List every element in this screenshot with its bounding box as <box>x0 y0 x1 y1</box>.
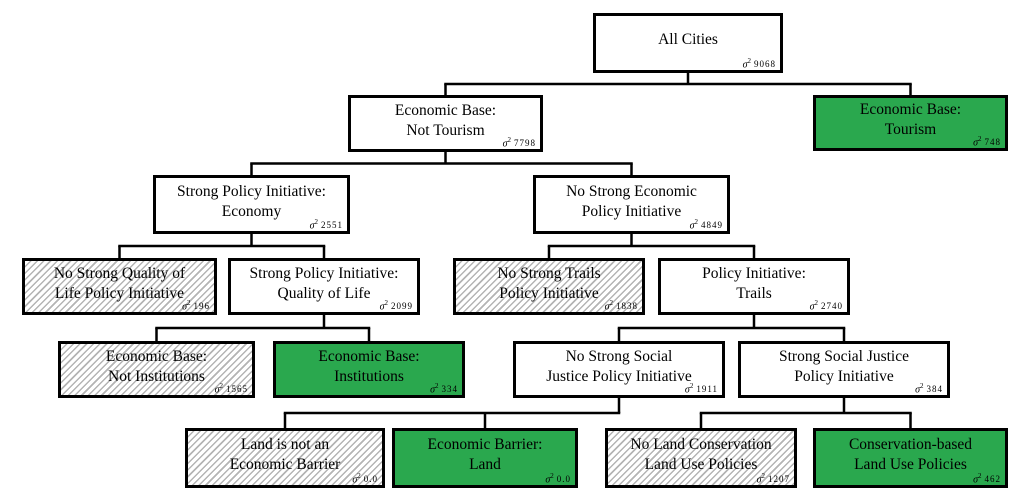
node-label: Policy Initiative:Trails <box>702 264 806 302</box>
node-label: Economic Base:Institutions <box>318 347 420 385</box>
node-label: Economic Base:Not Tourism <box>394 101 497 139</box>
node-label: Strong Policy Initiative:Economy <box>177 182 326 220</box>
node-label: Economic Barrier:Land <box>427 436 543 473</box>
node-label: Economic Base:Not Institutions <box>105 347 208 385</box>
node-label: Economic Base:Tourism <box>859 101 962 138</box>
node-label: Strong Policy Initiative:Quality of Life <box>249 264 399 302</box>
node-qol: Strong Policy Initiative:Quality of Life… <box>228 258 420 315</box>
node-label: All Cities <box>658 31 718 49</box>
